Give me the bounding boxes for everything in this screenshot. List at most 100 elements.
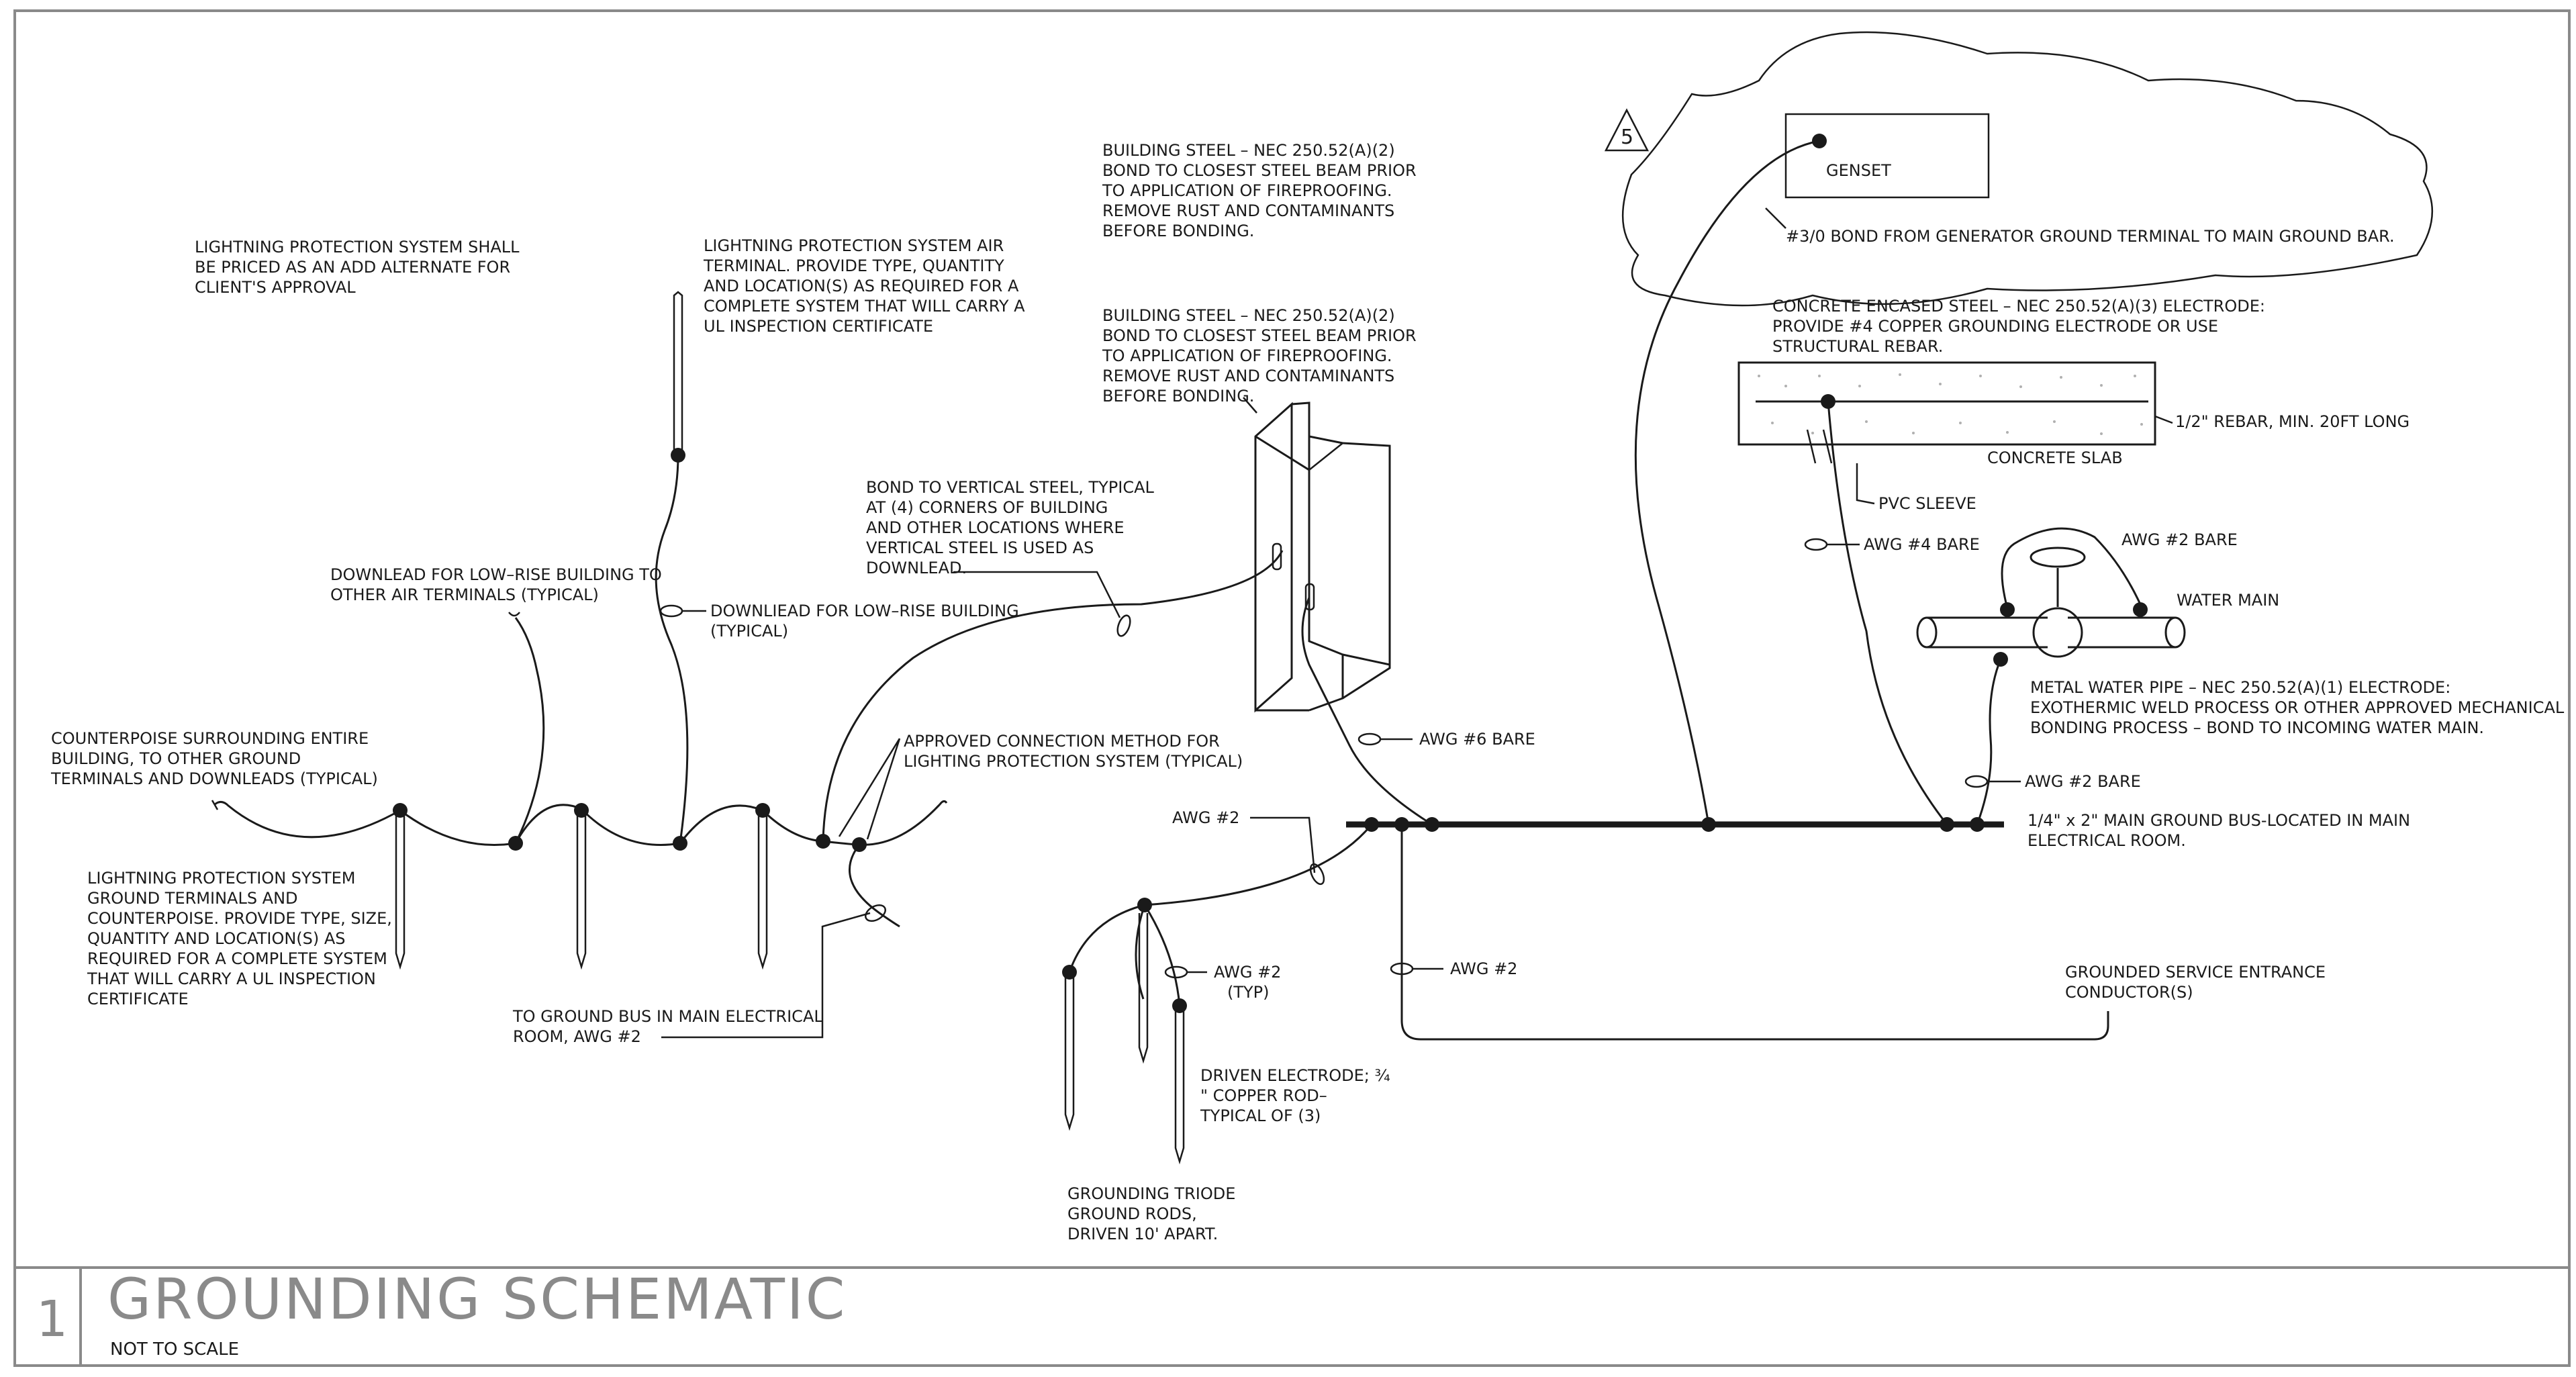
svg-text:AWG #2: AWG #2 bbox=[1214, 963, 1281, 982]
downlead-marker bbox=[659, 604, 683, 618]
svg-text:UL INSPECTION CERTIFICATE: UL INSPECTION CERTIFICATE bbox=[704, 317, 933, 336]
connection-dot bbox=[508, 836, 523, 851]
svg-text:LIGHTNING PROTECTION SYSTEM AI: LIGHTNING PROTECTION SYSTEM AIR bbox=[704, 236, 1004, 255]
connection-dot bbox=[755, 803, 770, 818]
note-awg2-bare-top: AWG #2 BARE bbox=[2121, 530, 2238, 549]
svg-text:5: 5 bbox=[1621, 126, 1633, 149]
svg-text:AND LOCATION(S) AS REQUIRED FO: AND LOCATION(S) AS REQUIRED FOR A bbox=[704, 277, 1019, 295]
svg-text:COMPLETE SYSTEM THAT WILL CARR: COMPLETE SYSTEM THAT WILL CARRY A bbox=[704, 297, 1025, 316]
grounding-triode bbox=[1062, 898, 1188, 1165]
svg-text:OTHER AIR TERMINALS (TYPICAL): OTHER AIR TERMINALS (TYPICAL) bbox=[330, 585, 599, 604]
svg-text:EXOTHERMIC WELD PROCESS OR OTH: EXOTHERMIC WELD PROCESS OR OTHER APPROVE… bbox=[2030, 698, 2565, 717]
revision-delta: 5 bbox=[1604, 108, 1650, 152]
svg-text:TO GROUND BUS IN MAIN ELECTRIC: TO GROUND BUS IN MAIN ELECTRICAL bbox=[512, 1007, 823, 1026]
svg-text:REMOVE RUST AND CONTAMINANTS: REMOVE RUST AND CONTAMINANTS bbox=[1102, 201, 1394, 220]
note-concrete-slab: CONCRETE SLAB bbox=[1987, 448, 2123, 467]
svg-text:QUANTITY AND LOCATION(S) AS: QUANTITY AND LOCATION(S) AS bbox=[87, 929, 346, 948]
svg-text:BONDING PROCESS – BOND TO INCO: BONDING PROCESS – BOND TO INCOMING WATER… bbox=[2030, 718, 2484, 737]
note-pvc-sleeve: PVC SLEEVE bbox=[1878, 494, 1976, 513]
connection-dot bbox=[671, 448, 685, 463]
note-water-main: WATER MAIN bbox=[2177, 591, 2279, 610]
svg-text:AT (4) CORNERS OF BUILDING: AT (4) CORNERS OF BUILDING bbox=[866, 498, 1108, 517]
svg-text:DOWNLEAD.: DOWNLEAD. bbox=[866, 559, 967, 577]
svg-text:" COPPER ROD–: " COPPER ROD– bbox=[1200, 1086, 1327, 1105]
note-bond-vertical: BOND TO VERTICAL STEEL, TYPICAL AT (4) C… bbox=[866, 478, 1155, 577]
svg-text:STRUCTURAL REBAR.: STRUCTURAL REBAR. bbox=[1772, 337, 1943, 356]
svg-text:LIGHTING PROTECTION SYSTEM (TY: LIGHTING PROTECTION SYSTEM (TYPICAL) bbox=[904, 752, 1243, 771]
note-lps-alternate: LIGHTNING PROTECTION SYSTEM SHALL BE PRI… bbox=[195, 238, 520, 297]
note-approved-conn: APPROVED CONNECTION METHOD FOR LIGHTING … bbox=[904, 732, 1243, 771]
svg-text:VERTICAL STEEL IS USED AS: VERTICAL STEEL IS USED AS bbox=[866, 538, 1094, 557]
svg-text:CONDUCTOR(S): CONDUCTOR(S) bbox=[2065, 983, 2193, 1002]
note-service-entrance: GROUNDED SERVICE ENTRANCE CONDUCTOR(S) bbox=[2065, 963, 2326, 1002]
svg-text:BEFORE BONDING.: BEFORE BONDING. bbox=[1102, 387, 1254, 406]
svg-text:CONCRETE ENCASED STEEL – NEC 2: CONCRETE ENCASED STEEL – NEC 250.52(A)(3… bbox=[1772, 297, 2265, 316]
svg-text:CLIENT'S APPROVAL: CLIENT'S APPROVAL bbox=[195, 278, 356, 297]
svg-text:METAL WATER PIPE – NEC 250.52(: METAL WATER PIPE – NEC 250.52(A)(1) ELEC… bbox=[2030, 678, 2450, 697]
svg-text:AND OTHER LOCATIONS WHERE: AND OTHER LOCATIONS WHERE bbox=[866, 518, 1125, 537]
svg-text:ELECTRICAL ROOM.: ELECTRICAL ROOM. bbox=[2028, 831, 2186, 850]
note-downlead-typ: DOWNLIEAD FOR LOW–RISE BUILDING (TYPICAL… bbox=[710, 602, 1019, 640]
air-terminal bbox=[655, 291, 689, 844]
svg-text:CERTIFICATE: CERTIFICATE bbox=[87, 990, 189, 1008]
svg-text:LIGHTNING PROTECTION SYSTEM SH: LIGHTNING PROTECTION SYSTEM SHALL bbox=[195, 238, 520, 256]
svg-text:GROUND RODS,: GROUND RODS, bbox=[1067, 1204, 1197, 1223]
svg-text:LIGHTNING PROTECTION SYSTEM: LIGHTNING PROTECTION SYSTEM bbox=[87, 869, 355, 888]
svg-text:BUILDING, TO OTHER GROUND: BUILDING, TO OTHER GROUND bbox=[51, 749, 301, 768]
svg-text:COUNTERPOISE. PROVIDE TYPE, S: COUNTERPOISE. PROVIDE TYPE, SIZE, bbox=[87, 909, 392, 928]
svg-text:TYPICAL OF (3): TYPICAL OF (3) bbox=[1200, 1106, 1321, 1125]
note-main-bus: 1/4" x 2" MAIN GROUND BUS-LOCATED IN MAI… bbox=[2028, 811, 2410, 850]
svg-text:PROVIDE #4 COPPER GROUNDING EL: PROVIDE #4 COPPER GROUNDING ELECTRODE OR… bbox=[1772, 317, 2218, 336]
vertical-steel-bond bbox=[822, 550, 1284, 842]
svg-text:BUILDING STEEL – NEC 250.52(A): BUILDING STEEL – NEC 250.52(A)(2) bbox=[1102, 306, 1395, 325]
svg-text:TERMINALS AND DOWNLEADS (TYPIC: TERMINALS AND DOWNLEADS (TYPICAL) bbox=[50, 769, 378, 788]
note-lps-ground: LIGHTNING PROTECTION SYSTEM GROUND TERMI… bbox=[87, 869, 392, 1008]
svg-text:ROOM, AWG #2: ROOM, AWG #2 bbox=[513, 1027, 641, 1046]
svg-text:BUILDING STEEL – NEC 250.52(A): BUILDING STEEL – NEC 250.52(A)(2) bbox=[1102, 141, 1395, 160]
sheet-border bbox=[13, 9, 2571, 1367]
svg-text:(TYP): (TYP) bbox=[1227, 983, 1270, 1002]
revision-cloud bbox=[1621, 31, 2434, 307]
svg-text:(TYPICAL): (TYPICAL) bbox=[710, 622, 788, 640]
svg-text:DRIVEN ELECTRODE; ¾: DRIVEN ELECTRODE; ¾ bbox=[1200, 1066, 1390, 1085]
note-awg2-bare-low: AWG #2 BARE bbox=[2025, 772, 2141, 791]
note-air-terminal: LIGHTNING PROTECTION SYSTEM AIR TERMINAL… bbox=[703, 236, 1025, 336]
svg-text:COUNTERPOISE SURROUNDING ENTIR: COUNTERPOISE SURROUNDING ENTIRE bbox=[51, 729, 369, 748]
svg-text:1/4" x 2" MAIN GROUND BUS-LOCA: 1/4" x 2" MAIN GROUND BUS-LOCATED IN MAI… bbox=[2028, 811, 2410, 830]
detail-number: 1 bbox=[36, 1290, 68, 1348]
downlead-other bbox=[508, 612, 545, 844]
svg-text:APPROVED CONNECTION METHOD FOR: APPROVED CONNECTION METHOD FOR bbox=[904, 732, 1220, 751]
note-to-ground-bus: TO GROUND BUS IN MAIN ELECTRICAL ROOM, A… bbox=[512, 1007, 823, 1046]
lps-connections[interactable] bbox=[393, 448, 867, 852]
svg-text:GROUNDED SERVICE ENTRANCE: GROUNDED SERVICE ENTRANCE bbox=[2065, 963, 2326, 982]
svg-text:BE PRICED AS AN ADD ALTERNATE: BE PRICED AS AN ADD ALTERNATE FOR bbox=[195, 258, 510, 277]
note-downlead-other: DOWNLEAD FOR LOW–RISE BUILDING TO OTHER … bbox=[330, 565, 662, 604]
ground-rods-lps bbox=[395, 810, 768, 970]
svg-text:DRIVEN 10' APART.: DRIVEN 10' APART. bbox=[1067, 1225, 1218, 1243]
svg-text:REMOVE RUST AND CONTAMINANTS: REMOVE RUST AND CONTAMINANTS bbox=[1102, 367, 1394, 385]
bus-conductors bbox=[1144, 140, 2109, 1041]
note-steel-mid: BUILDING STEEL – NEC 250.52(A)(2) BOND T… bbox=[1102, 306, 1417, 406]
svg-text:GROUND TERMINALS AND: GROUND TERMINALS AND bbox=[87, 889, 298, 908]
note-driven-electrode: DRIVEN ELECTRODE; ¾ " COPPER ROD– TYPICA… bbox=[1200, 1066, 1390, 1125]
bus-connections bbox=[1364, 817, 1985, 832]
note-counterpoise: COUNTERPOISE SURROUNDING ENTIRE BUILDING… bbox=[50, 729, 378, 788]
note-awg2-a: AWG #2 bbox=[1172, 808, 1239, 827]
note-triode: GROUNDING TRIODE GROUND RODS, DRIVEN 10'… bbox=[1067, 1184, 1235, 1243]
svg-text:DOWNLIEAD FOR LOW–RISE BUILDIN: DOWNLIEAD FOR LOW–RISE BUILDING bbox=[710, 602, 1019, 620]
connection-dot bbox=[574, 803, 589, 818]
svg-text:BEFORE BONDING.: BEFORE BONDING. bbox=[1102, 222, 1254, 240]
svg-text:GENSET: GENSET bbox=[1826, 161, 1891, 180]
water-main bbox=[1916, 527, 2186, 667]
note-steel-top: BUILDING STEEL – NEC 250.52(A)(2) BOND T… bbox=[1102, 141, 1417, 240]
drawing-title: GROUNDING SCHEMATIC bbox=[107, 1266, 847, 1332]
svg-text:DOWNLEAD FOR LOW–RISE BUILDING: DOWNLEAD FOR LOW–RISE BUILDING TO bbox=[330, 565, 662, 584]
svg-text:THAT WILL CARRY A UL INSPECTIO: THAT WILL CARRY A UL INSPECTION bbox=[87, 969, 376, 988]
lps-to-bus-lead bbox=[849, 844, 900, 928]
svg-text:BOND TO CLOSEST STEEL BEAM PRI: BOND TO CLOSEST STEEL BEAM PRIOR bbox=[1102, 326, 1417, 345]
steel-column bbox=[1254, 401, 1391, 713]
svg-text:REQUIRED FOR A COMPLETE SYSTEM: REQUIRED FOR A COMPLETE SYSTEM bbox=[87, 949, 387, 968]
connection-dot bbox=[673, 836, 687, 851]
svg-text:TO APPLICATION OF FIREPROOFING: TO APPLICATION OF FIREPROOFING. bbox=[1102, 181, 1392, 200]
